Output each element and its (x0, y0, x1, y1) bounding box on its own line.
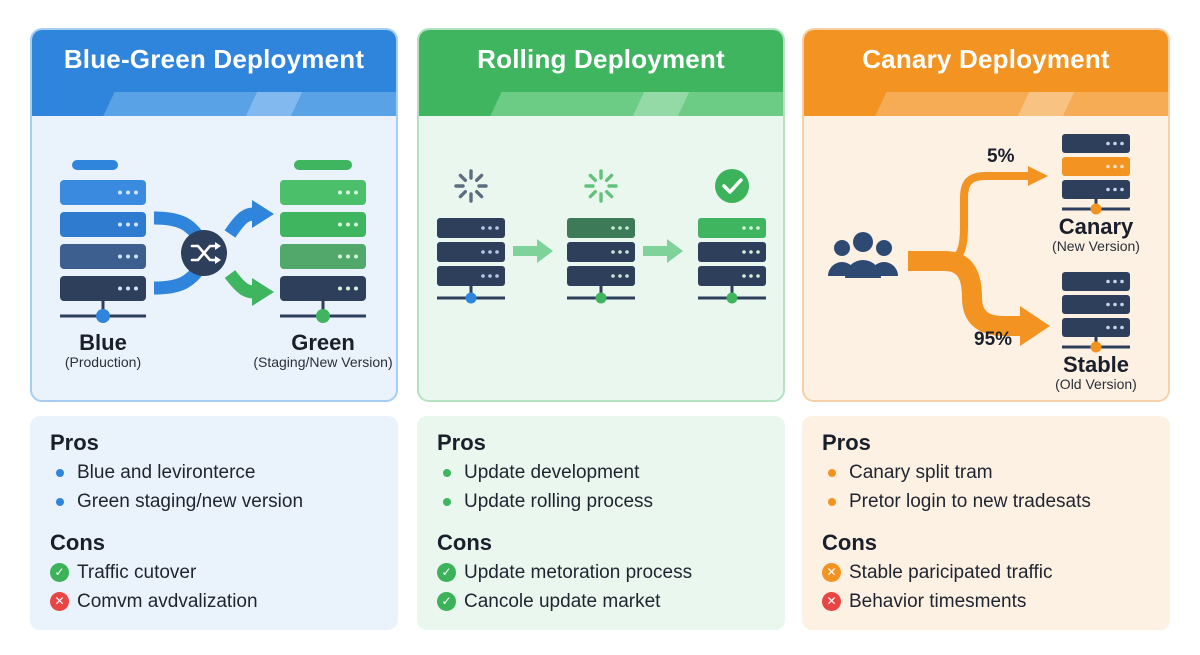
canary-server-icon (1062, 134, 1130, 215)
canary-pros-cons: Pros Canary split tram Pretor login to n… (802, 416, 1170, 630)
cons-item: ✓Cancole update market (437, 587, 765, 616)
rolling-title: Rolling Deployment (477, 44, 725, 74)
canary-diagram: 5% 95% Canary (New Version) Stable (Old … (804, 116, 1168, 400)
warning-icon: ✕ (822, 563, 841, 582)
pros-heading: Pros (437, 430, 486, 455)
cons-item: ✓Traffic cutover (50, 558, 378, 587)
pros-heading: Pros (50, 430, 99, 455)
bullet-icon (828, 498, 836, 506)
server-1-icon (437, 218, 505, 304)
check-icon: ✓ (50, 563, 69, 582)
rolling-arrow-2 (643, 239, 683, 263)
pros-item: Update rolling process (437, 487, 765, 516)
cons-item: ✕Stable paricipated traffic (822, 558, 1150, 587)
shuffle-icon (181, 230, 227, 276)
blue-server-icon (60, 160, 146, 323)
rolling-arrow-1 (513, 239, 553, 263)
bullet-icon (443, 498, 451, 506)
stable-sublabel: (Old Version) (1055, 376, 1137, 392)
green-label: Green (291, 330, 355, 355)
traffic-split-arrows (908, 166, 1050, 346)
cons-item: ✕Comvm avdvalization (50, 587, 378, 616)
pros-item: Canary split tram (822, 458, 1150, 487)
blue-label: Blue (79, 330, 127, 355)
canary-header: Canary Deployment (804, 30, 1168, 116)
rolling-diagram (419, 116, 783, 400)
canary-column: Canary Deployment (802, 28, 1170, 630)
rolling-card: Rolling Deployment (417, 28, 785, 402)
users-icon (828, 232, 898, 278)
rolling-pros-cons: Pros Update development Update rolling p… (417, 416, 785, 630)
blue-sublabel: (Production) (64, 354, 142, 370)
check-icon: ✓ (437, 563, 456, 582)
check-icon (715, 169, 749, 203)
bullet-icon (443, 469, 451, 477)
blue-green-title: Blue-Green Deployment (63, 44, 365, 74)
spinner-icon (454, 169, 488, 203)
blue-green-card: Blue-Green Deployment (30, 28, 398, 402)
canary-label: Canary (1058, 214, 1134, 239)
blue-green-header: Blue-Green Deployment (32, 30, 396, 116)
blue-green-column: Blue-Green Deployment (30, 28, 398, 630)
blue-green-diagram: Blue (Production) Green (Staging/New Ver… (32, 116, 396, 400)
check-icon: ✓ (437, 592, 456, 611)
pros-item: Update development (437, 458, 765, 487)
pros-item: Green staging/new version (50, 487, 378, 516)
stable-server-icon (1062, 272, 1130, 353)
green-server-icon (280, 160, 366, 323)
canary-title: Canary Deployment (862, 44, 1110, 74)
canary-sublabel: (New Version) (1052, 238, 1140, 254)
bullet-icon (56, 469, 64, 477)
rolling-header: Rolling Deployment (419, 30, 783, 116)
server-2-icon (567, 218, 635, 304)
green-sublabel: (Staging/New Version) (253, 354, 393, 370)
cons-heading: Cons (437, 530, 492, 555)
cross-icon: ✕ (50, 592, 69, 611)
pros-item: Blue and levironterce (50, 458, 378, 487)
rolling-column: Rolling Deployment (417, 28, 785, 630)
cons-heading: Cons (50, 530, 105, 555)
stable-label: Stable (1062, 352, 1130, 377)
server-3-icon (698, 218, 766, 304)
cons-item: ✓Update metoration process (437, 558, 765, 587)
bullet-icon (828, 469, 836, 477)
cons-heading: Cons (822, 530, 877, 555)
pros-heading: Pros (822, 430, 871, 455)
canary-card: Canary Deployment (802, 28, 1170, 402)
canary-percent: 5% (987, 146, 1015, 167)
cons-item: ✕Behavior timesments (822, 587, 1150, 616)
blue-green-pros-cons: Pros Blue and levironterce Green staging… (30, 416, 398, 630)
cross-icon: ✕ (822, 592, 841, 611)
spinner-icon (584, 169, 618, 203)
traffic-switch-arrows (153, 200, 274, 306)
pros-item: Pretor login to new tradesats (822, 487, 1150, 516)
stable-percent: 95% (974, 329, 1013, 350)
bullet-icon (56, 498, 64, 506)
